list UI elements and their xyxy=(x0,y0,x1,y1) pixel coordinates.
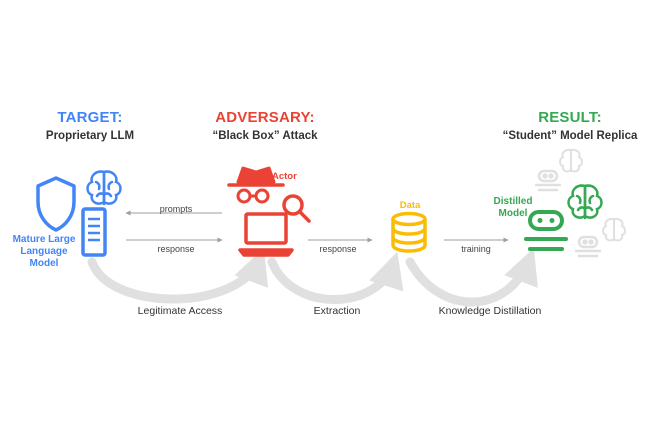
shield-icon xyxy=(36,176,76,232)
response-label-1: response xyxy=(157,244,195,254)
actor-label: Actor xyxy=(272,171,297,182)
model-label-line-3: Model xyxy=(29,258,59,269)
document-icon xyxy=(81,207,107,257)
response-label-2: response xyxy=(319,244,357,254)
robot-icon xyxy=(524,210,568,251)
result-header: RESULT: “Student” Model Replica xyxy=(492,109,648,142)
training-label: training xyxy=(461,244,491,254)
distilled-label-line-2: Model xyxy=(498,208,528,219)
adversary-header: ADVERSARY: “Black Box” Attack xyxy=(190,109,340,142)
knowledge-distillation-arc xyxy=(405,247,538,307)
laptop-icon xyxy=(238,212,294,257)
distilled-model-label: Distilled Model xyxy=(488,196,538,220)
target-subtitle: Proprietary LLM xyxy=(45,130,135,142)
extraction-label: Extraction xyxy=(313,305,361,317)
model-label-line-1: Mature Large xyxy=(12,234,76,245)
extraction-arc xyxy=(267,251,404,304)
target-header: TARGET: Proprietary LLM xyxy=(20,109,160,142)
adversary-title: ADVERSARY: xyxy=(215,109,315,126)
legitimate-access-arc xyxy=(87,247,269,304)
brain-icon-distilled xyxy=(567,184,603,220)
target-model-label: Mature Large Language Model xyxy=(2,234,86,270)
knowledge-distillation-label: Knowledge Distillation xyxy=(438,305,542,317)
result-subtitle: “Student” Model Replica xyxy=(502,130,638,142)
prompts-label: prompts xyxy=(159,204,193,214)
spy-icon xyxy=(227,166,285,204)
adversary-subtitle: “Black Box” Attack xyxy=(212,130,318,142)
model-label-line-2: Language xyxy=(20,246,68,257)
target-title: TARGET: xyxy=(57,109,123,126)
result-title: RESULT: xyxy=(538,109,602,126)
database-icon xyxy=(391,211,427,253)
legitimate-access-label: Legitimate Access xyxy=(137,305,223,317)
brain-icon xyxy=(86,170,122,206)
magnifier-icon xyxy=(282,194,311,223)
faded-robot-icons xyxy=(535,169,601,258)
faded-brain-icons xyxy=(559,148,626,242)
distilled-label-line-1: Distilled xyxy=(493,196,533,207)
data-label: Data xyxy=(399,200,421,211)
